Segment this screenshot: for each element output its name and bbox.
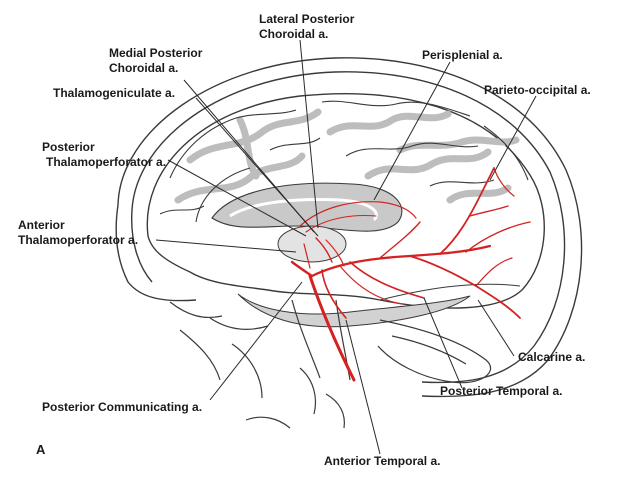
label-posterior-temporal: Posterior Temporal a.	[440, 384, 563, 398]
label-anterior-thalamoperforator: Anterior Thalamoperforator a.	[18, 218, 139, 247]
label-medial-posterior-choroidal: Medial Posterior Choroidal a.	[109, 46, 203, 75]
label-perisplenial: Perisplenial a.	[422, 48, 503, 62]
arteries	[290, 167, 531, 382]
skull-outline	[115, 57, 583, 398]
figure-letter: A	[36, 442, 46, 457]
label-posterior-communicating: Posterior Communicating a.	[42, 400, 203, 414]
label-posterior-thalamoperforator: Posterior Thalamoperforator a.	[42, 140, 167, 169]
label-thalamogeniculate: Thalamogeniculate a.	[53, 86, 176, 100]
label-anterior-temporal: Anterior Temporal a.	[324, 454, 441, 468]
leader-lines	[155, 39, 537, 455]
lower-skull-lines	[169, 301, 345, 429]
label-lateral-posterior-choroidal: Lateral Posterior Choroidal a.	[259, 12, 355, 41]
cerebral-hemisphere	[146, 93, 545, 328]
label-calcarine: Calcarine a.	[518, 350, 586, 364]
label-parieto-occipital: Parieto-occipital a.	[484, 83, 591, 97]
